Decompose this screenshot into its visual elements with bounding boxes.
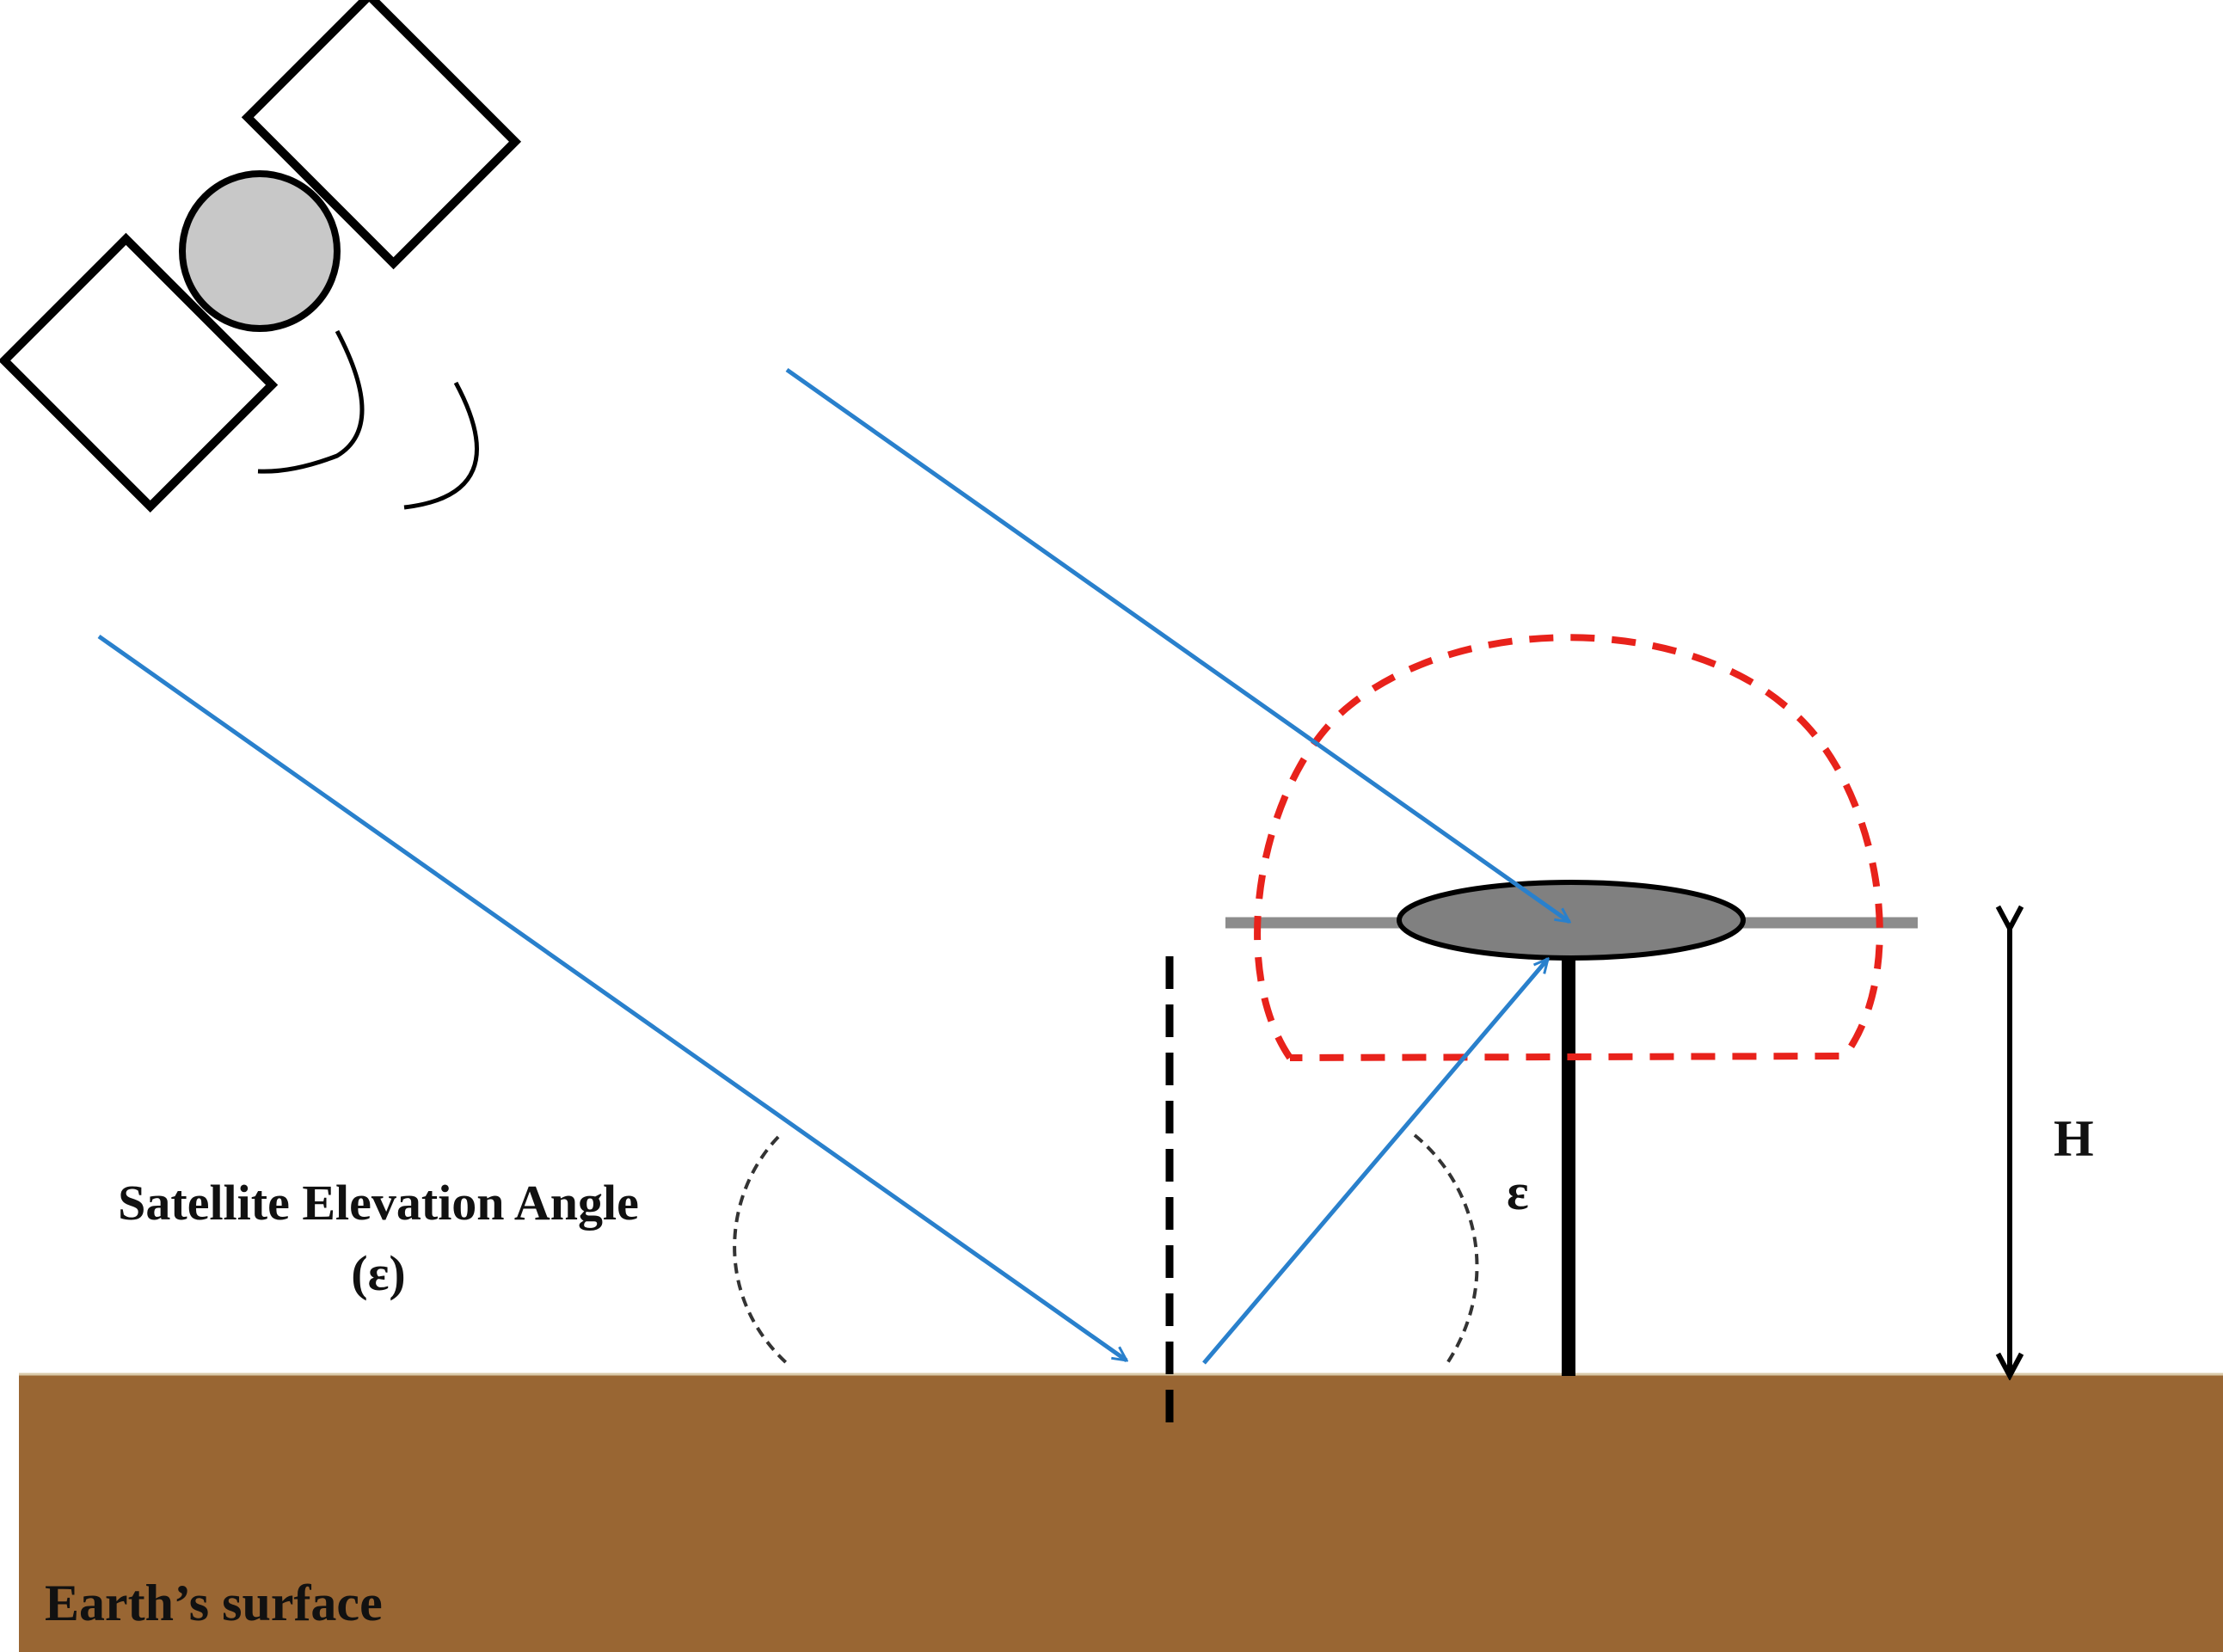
- gnss-antenna-icon: [1397, 880, 1746, 961]
- incident-signal-ray: [97, 634, 1127, 1363]
- direct-signal-ray: [785, 367, 1569, 924]
- reflected-signal-ray: [1202, 959, 1548, 1365]
- elevation-angle-arc-right: [1413, 1133, 1479, 1365]
- elevation-angle-caption-line2: (ε): [351, 1245, 406, 1301]
- signal-waves-icon: [257, 329, 479, 510]
- antenna-gain-pattern: [1254, 634, 1883, 1061]
- earth-surface: [19, 1373, 2223, 1652]
- elevation-angle-caption-line1: Satellite Elevation Angle: [118, 1175, 639, 1231]
- elevation-angle-arc-left: [733, 1135, 791, 1367]
- elevation-angle-caption: Satellite Elevation Angle (ε): [52, 1168, 705, 1309]
- epsilon-label: ε: [1507, 1164, 1529, 1220]
- satellite-icon: [0, 0, 522, 513]
- earth-surface-label: Earth’s surface: [45, 1575, 383, 1631]
- height-label: H: [2054, 1110, 2094, 1167]
